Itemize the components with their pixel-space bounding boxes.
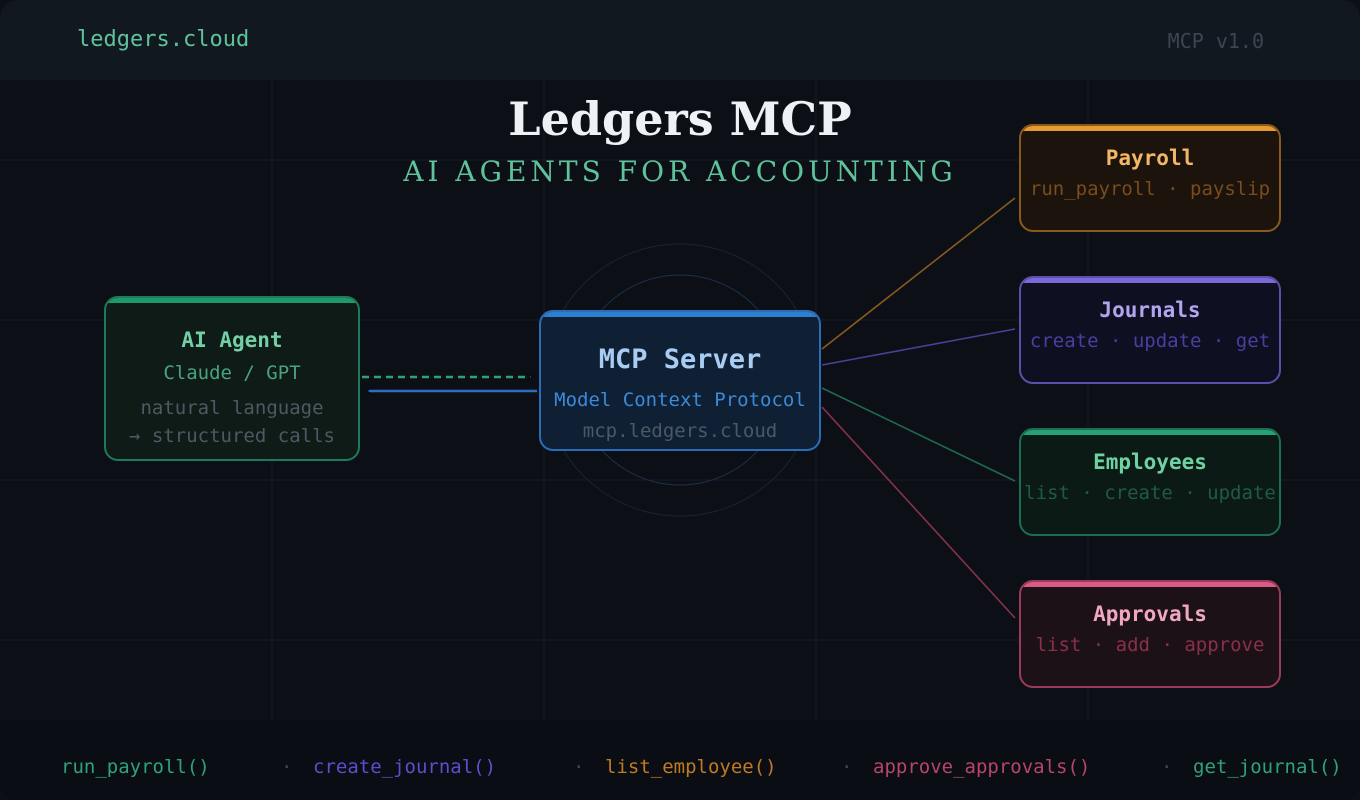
version-label: MCP v1.0	[1167, 29, 1264, 53]
journals-service-box[interactable]: Journals create · update · get	[1019, 276, 1281, 384]
agent-models: Claude / GPT	[163, 362, 301, 384]
footer-call[interactable]: get_journal()	[1193, 756, 1342, 778]
approvals-ops: list · add · approve	[1035, 634, 1265, 656]
page-title: Ledgers MCP	[508, 92, 852, 146]
response-arrowhead	[364, 384, 376, 398]
journals-title: Journals	[1099, 298, 1201, 322]
employees-title: Employees	[1093, 450, 1207, 474]
ai-agent-box[interactable]: AI Agent Claude / GPT natural language →…	[104, 296, 360, 461]
agent-desc-line1: natural language	[140, 397, 324, 419]
payroll-ops: run_payroll · payslip	[1029, 178, 1271, 200]
footer-separator: ·	[1161, 756, 1173, 778]
wire-payroll	[821, 197, 1016, 350]
footer-call[interactable]: run_payroll()	[61, 756, 210, 778]
approvals-accent-bar	[1021, 582, 1279, 587]
payroll-accent-bar	[1021, 126, 1279, 131]
footer-call[interactable]: approve_approvals()	[873, 756, 1091, 778]
request-arrowhead	[523, 370, 535, 384]
server-title: MCP Server	[598, 344, 762, 375]
server-protocol: Model Context Protocol	[554, 389, 806, 411]
footer-call[interactable]: list_employee()	[605, 756, 777, 778]
server-accent-bar	[541, 312, 819, 317]
footer-separator: ·	[573, 756, 585, 778]
agent-title: AI Agent	[181, 328, 283, 352]
footer-call[interactable]: create_journal()	[313, 756, 497, 778]
payroll-service-box[interactable]: Payroll run_payroll · payslip	[1019, 124, 1281, 232]
employees-service-box[interactable]: Employees list · create · update	[1019, 428, 1281, 536]
wire-approvals	[821, 406, 1016, 619]
wire-journals	[821, 328, 1016, 366]
approvals-service-box[interactable]: Approvals list · add · approve	[1019, 580, 1281, 688]
payroll-title: Payroll	[1105, 146, 1195, 170]
agent-accent-bar	[106, 298, 358, 303]
approvals-title: Approvals	[1093, 602, 1207, 626]
journals-accent-bar	[1021, 278, 1279, 283]
server-host: mcp.ledgers.cloud	[582, 420, 778, 442]
journals-ops: create · update · get	[1029, 330, 1271, 352]
top-bar: ledgers.cloud MCP v1.0	[0, 0, 1360, 80]
agent-desc-line2: → structured calls	[129, 425, 335, 447]
footer-separator: ·	[281, 756, 293, 778]
brand-name[interactable]: ledgers.cloud	[77, 27, 250, 52]
mcp-server-box[interactable]: MCP Server Model Context Protocol mcp.le…	[539, 310, 821, 451]
page-subtitle: AI AGENTS FOR ACCOUNTING	[403, 155, 957, 188]
footer-bar: run_payroll() · create_journal() · list_…	[0, 720, 1360, 800]
employees-accent-bar	[1021, 430, 1279, 435]
wire-employees	[821, 387, 1016, 482]
employees-ops: list · create · update	[1024, 482, 1276, 504]
footer-separator: ·	[841, 756, 853, 778]
